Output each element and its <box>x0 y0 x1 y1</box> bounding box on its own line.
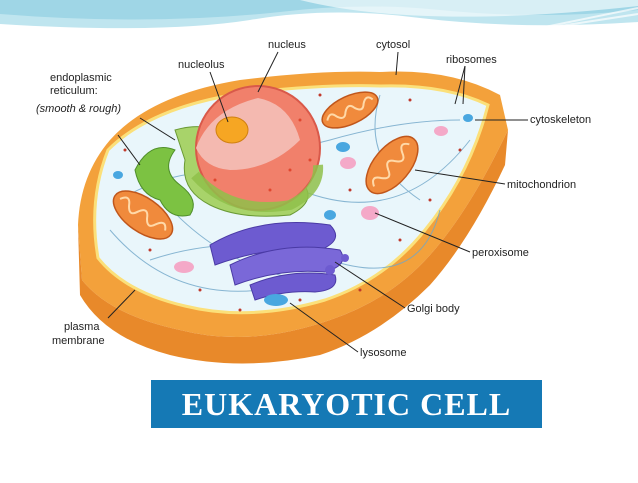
nucleolus <box>215 116 249 144</box>
ribosome-dots <box>123 93 462 312</box>
page-title: EUKARYOTIC CELL <box>181 385 512 422</box>
leader-lines <box>107 51 528 353</box>
label-mitochondrion: mitochondrion <box>507 179 576 191</box>
label-golgi: Golgi body <box>407 303 460 315</box>
label-peroxisome: peroxisome <box>472 247 529 259</box>
title-banner: EUKARYOTIC CELL <box>151 380 542 428</box>
label-lysosome: lysosome <box>360 347 406 359</box>
label-ribosomes: ribosomes <box>446 54 497 66</box>
label-cytosol: cytosol <box>376 39 410 51</box>
lysosomes <box>113 114 473 306</box>
rough-er <box>191 164 324 212</box>
label-er-line3: (smooth & rough) <box>36 103 121 115</box>
mitochondria <box>112 91 419 240</box>
header-band <box>0 0 638 29</box>
peroxisomes <box>174 126 448 273</box>
labels: nucleus cytosol nucleolus ribosomes endo… <box>36 39 591 359</box>
label-cytoskeleton: cytoskeleton <box>530 114 591 126</box>
nucleus <box>195 85 321 211</box>
golgi-body <box>209 222 349 301</box>
label-nucleus: nucleus <box>268 39 306 51</box>
label-er-line1: endoplasmic <box>50 72 112 84</box>
label-plasma-line2: membrane <box>52 335 105 347</box>
label-plasma-line1: plasma <box>64 321 100 333</box>
label-er-line2: reticulum: <box>50 85 98 97</box>
label-nucleolus: nucleolus <box>178 59 225 71</box>
